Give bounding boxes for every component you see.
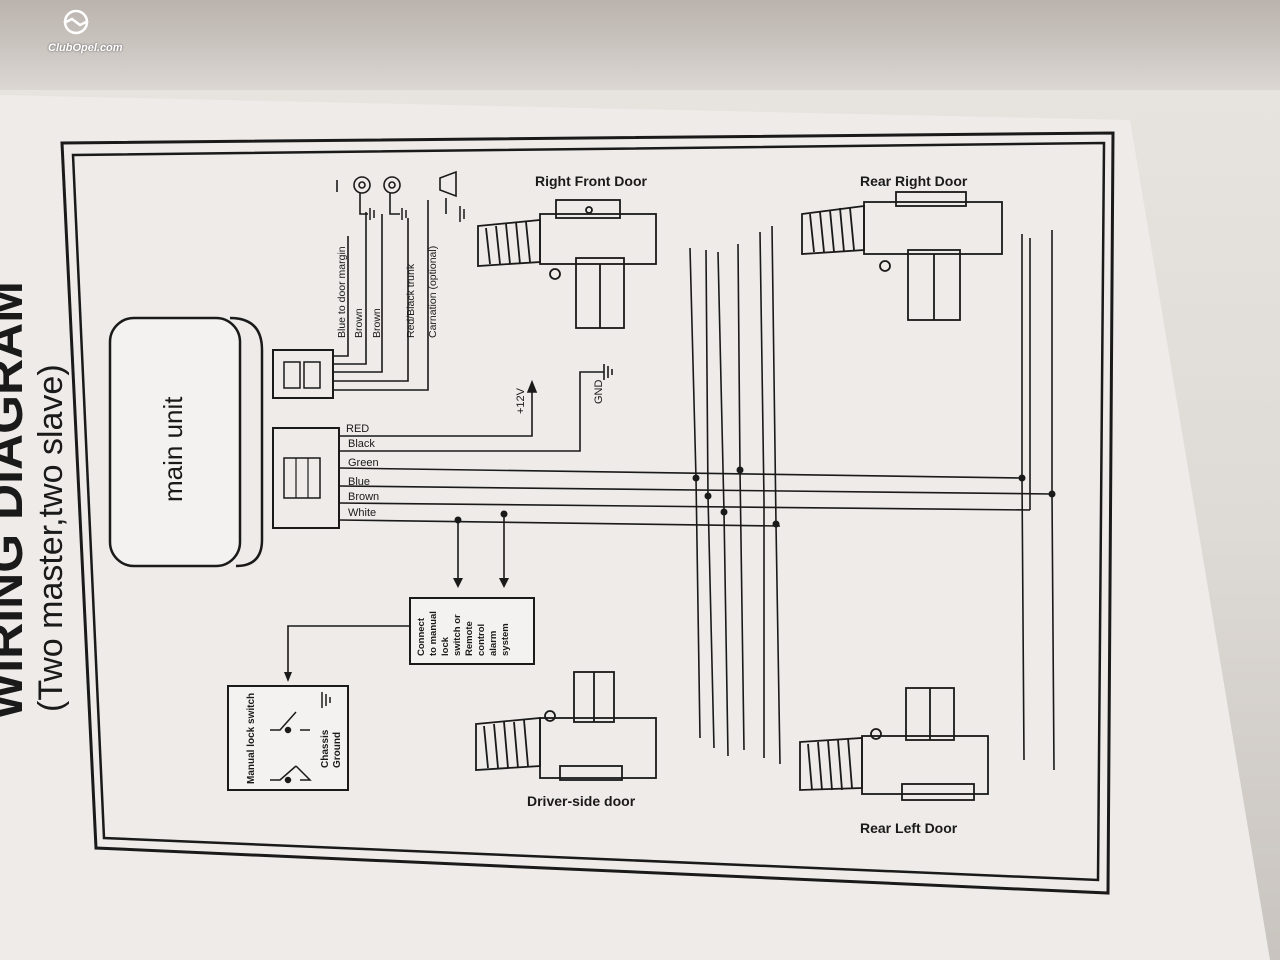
label-driver-side-door: Driver-side door [527, 793, 636, 809]
wire-label-blue-door: Blue to door margin [336, 246, 348, 338]
main-unit-box [108, 316, 242, 568]
wire-label-black: Black [348, 438, 375, 450]
connect-line-5: Remote [464, 621, 475, 656]
top-connector [272, 349, 334, 399]
diagram-title: WIRING DIAGRAM [0, 281, 33, 720]
wire-label-brown-2: Brown [371, 308, 383, 338]
actuator-driver-side [475, 671, 657, 781]
wire-label-blue: Blue [348, 476, 370, 488]
label-right-front-door: Right Front Door [535, 173, 648, 189]
connect-line-6: control [476, 624, 487, 656]
diagram-subtitle: (Two master,two slave) [32, 364, 70, 712]
clubopel-logo: ClubOpel.com [8, 4, 128, 64]
bottom-connector [272, 427, 340, 529]
ground-label-2: Ground [332, 732, 343, 768]
wire-label-brown: Brown [348, 491, 379, 503]
ground-label-1: Chassis [320, 729, 331, 768]
actuator-right-front [477, 199, 657, 329]
connect-line-4: switch or [452, 614, 463, 656]
watermark-text: ClubOpel.com [48, 42, 123, 54]
indicator-lamps [336, 170, 457, 215]
gnd-label: GND [593, 380, 605, 405]
inner-frame [71, 141, 1106, 882]
connect-line-2: to manual [428, 611, 439, 656]
label-rear-left-door: Rear Left Door [860, 820, 958, 836]
wire-label-white: White [348, 507, 376, 519]
actuator-rear-left [799, 687, 989, 801]
switch-label: Manual lock switch [246, 693, 257, 784]
wire-label-red-black: Red/Black trunk [405, 263, 417, 338]
connect-line-1: Connect [416, 617, 427, 656]
connect-box [409, 597, 535, 665]
connect-line-8: system [500, 623, 511, 656]
plus12v-label: +12V [515, 387, 527, 414]
connect-line-7: alarm [488, 631, 499, 656]
wire-label-green: Green [348, 457, 379, 469]
wire-label-carnation: Carnation (optional) [427, 246, 439, 338]
outer-frame [60, 131, 1115, 895]
wire-label-red: RED [346, 423, 369, 435]
wire-label-brown-1: Brown [353, 308, 365, 338]
switch-symbol [270, 692, 331, 784]
label-rear-right-door: Rear Right Door [860, 173, 968, 189]
connect-line-3: lock [440, 636, 451, 656]
actuator-rear-right [801, 191, 1003, 321]
photo-background-strip [0, 0, 1280, 90]
main-unit-label: main unit [158, 396, 188, 502]
